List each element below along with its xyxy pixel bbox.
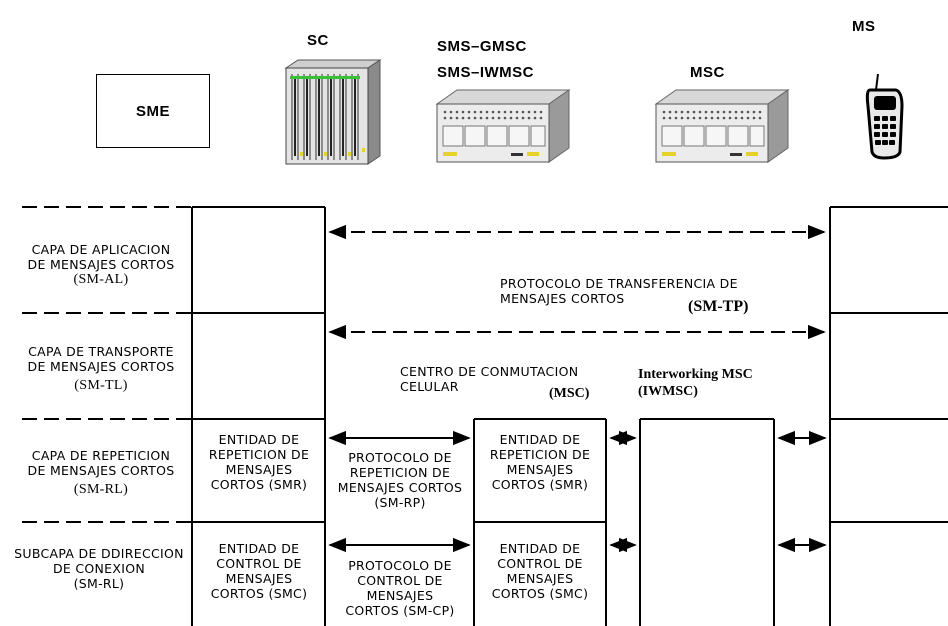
msc-center-abbr: (MSC): [549, 386, 590, 401]
msc-center-label: CENTRO DE CONMUTACION CELULAR: [400, 364, 579, 394]
mobile-phone-icon: [865, 73, 904, 160]
iwmsc-label: SMS–IWMSC: [437, 64, 535, 81]
layer-label-cl: SUBCAPA DE DDIRECCION DE CONEXION (SM-RL…: [14, 546, 184, 591]
gmsc-label: SMS–GMSC: [437, 38, 527, 55]
iwmsc-label-text: Interworking MSC (IWMSC): [638, 367, 753, 399]
protocol-tp-label: PROTOCOLO DE TRANSFERENCIA DE MENSAJES C…: [500, 276, 738, 306]
layer-label-rl: CAPA DE REPETICION DE MENSAJES CORTOS (S…: [27, 448, 175, 497]
layer-label-al: CAPA DE APLICACION DE MENSAJES CORTOS (S…: [27, 242, 175, 287]
sc-label: SC: [307, 32, 329, 49]
ms-label: MS: [852, 18, 876, 35]
layer-label-tl: CAPA DE TRANSPORTE DE MENSAJES CORTOS (S…: [27, 344, 175, 393]
msc-label: MSC: [690, 64, 725, 81]
protocol-tp-abbr: (SM-TP): [688, 298, 749, 315]
sme-label: SME: [135, 102, 170, 120]
sc-rack-icon: [284, 59, 382, 165]
gmsc-server-icon: [435, 89, 571, 163]
sme-box: SME: [96, 74, 210, 148]
msc-server-icon: [654, 89, 790, 163]
